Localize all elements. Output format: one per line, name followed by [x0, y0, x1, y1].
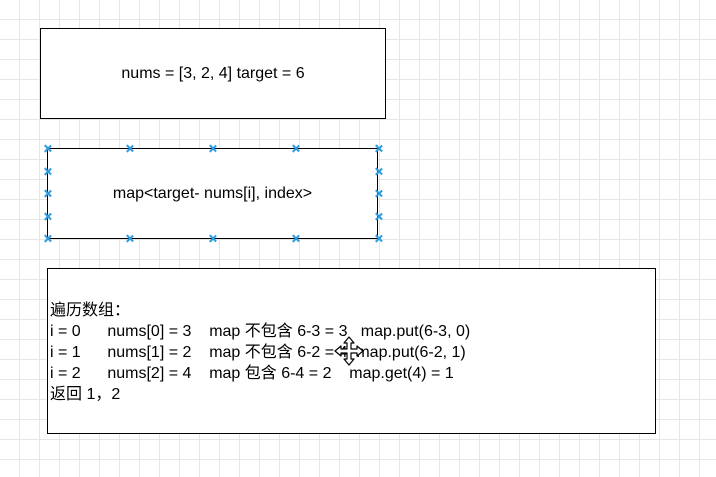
x-handle-icon[interactable] — [43, 234, 52, 243]
x-handle-icon[interactable] — [208, 144, 217, 153]
x-handle-icon[interactable] — [291, 234, 300, 243]
input-values-label: nums = [3, 2, 4] target = 6 — [121, 64, 305, 82]
x-handle-icon[interactable] — [43, 167, 52, 176]
hashmap-definition-box[interactable]: map<target- nums[i], index> — [47, 148, 378, 239]
trace-line: i = 1 nums[1] = 2 map 不包含 6-2 = 4 map.pu… — [50, 344, 466, 361]
x-handle-icon[interactable] — [125, 144, 134, 153]
trace-line: i = 2 nums[2] = 4 map 包含 6-4 = 2 map.get… — [50, 365, 454, 382]
x-handle-icon[interactable] — [374, 234, 383, 243]
trace-line: 返回 1，2 — [50, 386, 121, 403]
x-handle-icon[interactable] — [374, 167, 383, 176]
hashmap-definition-label: map<target- nums[i], index> — [112, 184, 313, 202]
move-cursor-icon — [334, 336, 364, 366]
x-handle-icon[interactable] — [374, 144, 383, 153]
x-handle-icon[interactable] — [208, 234, 217, 243]
x-handle-icon[interactable] — [125, 234, 134, 243]
x-handle-icon[interactable] — [43, 189, 52, 198]
trace-line: 遍历数组： — [50, 302, 131, 319]
x-handle-icon[interactable] — [374, 212, 383, 221]
x-handle-icon[interactable] — [43, 212, 52, 221]
x-handle-icon[interactable] — [43, 144, 52, 153]
x-handle-icon[interactable] — [374, 189, 383, 198]
input-values-box[interactable]: nums = [3, 2, 4] target = 6 — [40, 28, 386, 119]
trace-line: i = 0 nums[0] = 3 map 不包含 6-3 = 3 map.pu… — [50, 323, 471, 340]
x-handle-icon[interactable] — [291, 144, 300, 153]
iteration-trace-box[interactable]: 遍历数组： i = 0 nums[0] = 3 map 不包含 6-3 = 3 … — [47, 268, 656, 434]
